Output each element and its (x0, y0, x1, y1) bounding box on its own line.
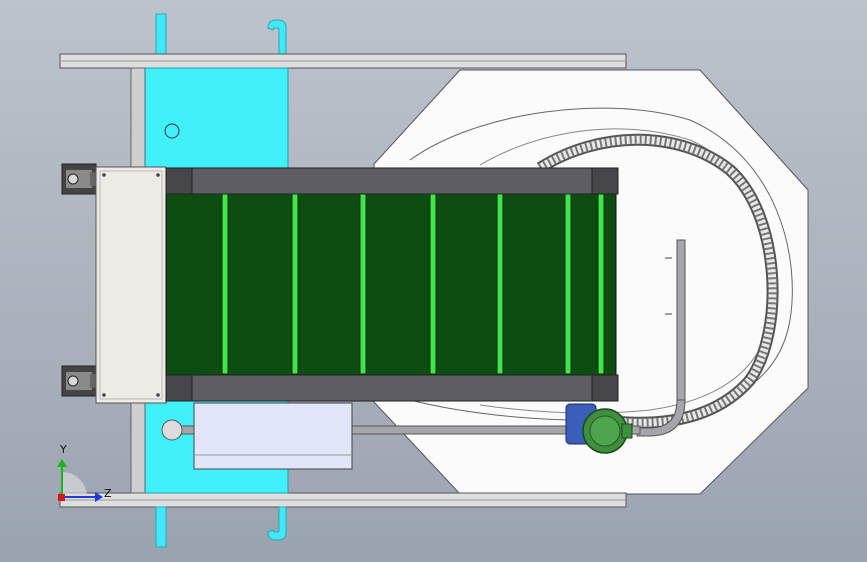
belt-rail-bottom (165, 374, 619, 402)
cyan-pipe-top (155, 13, 167, 57)
mounting-hole (164, 123, 180, 139)
drive-box (193, 402, 353, 470)
axis-z-label: Z (104, 487, 112, 500)
belt-rail-top (165, 167, 619, 195)
axis-triad-icon (57, 459, 103, 502)
caster-wheel-icon (61, 163, 98, 195)
cyan-elbow-pipe-bottom (267, 506, 287, 541)
side-cover-panel (95, 166, 167, 404)
curved-return-belt-face (537, 135, 777, 427)
caster-wheel-icon (61, 365, 98, 397)
pipe-end-fitting (161, 419, 183, 441)
conveyor-belt (165, 191, 617, 377)
cyan-pipe-bottom (155, 506, 167, 548)
axis-y-label: Y (59, 443, 67, 456)
cyan-elbow-pipe-top (267, 19, 287, 57)
vertical-pipe (676, 239, 686, 401)
pipe-elbow (636, 399, 686, 437)
